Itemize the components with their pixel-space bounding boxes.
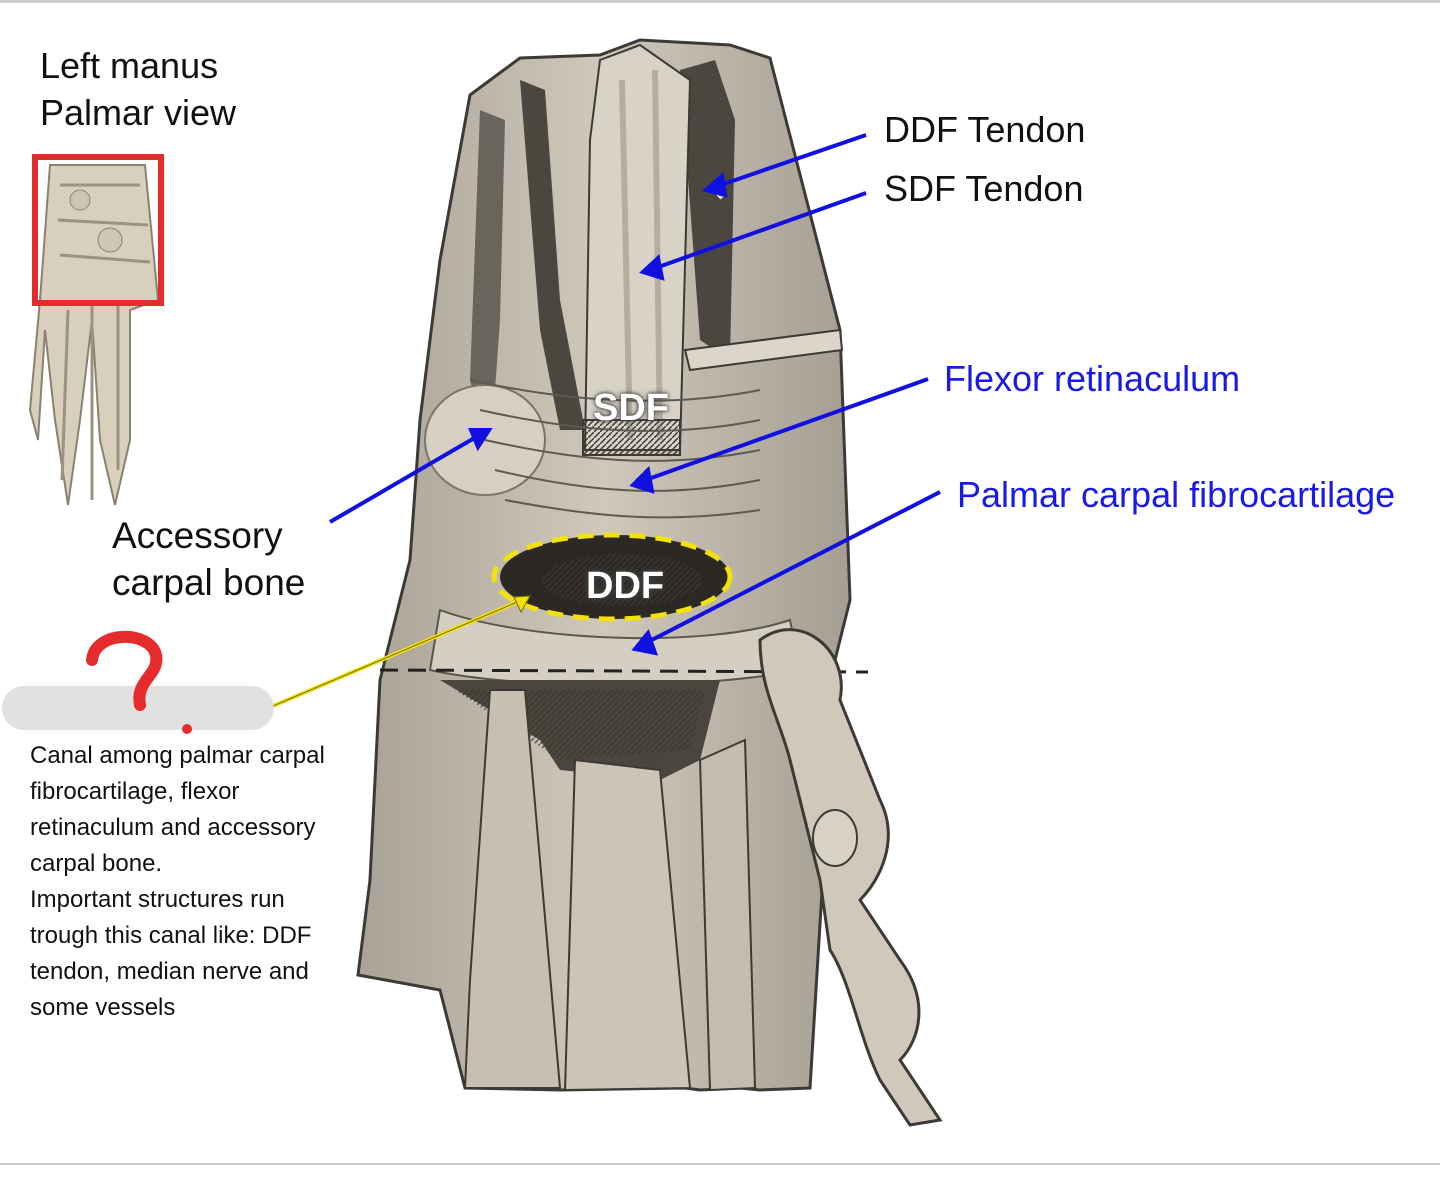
canal-pointer <box>272 595 531 708</box>
carpus-drawing <box>356 38 943 1127</box>
bottom-border <box>0 1163 1440 1165</box>
canal-outline <box>491 532 733 622</box>
question-mark-icon <box>86 630 163 711</box>
view-title-line1: Left manus <box>40 45 219 86</box>
canal-note: Canal among palmar carpal fibrocartilage… <box>30 738 330 1026</box>
accessory-line2: carpal bone <box>112 562 306 603</box>
label-ddf-tendon: DDF Tendon <box>884 109 1086 150</box>
label-accessory-carpal-bone: Accessory carpal bone <box>112 512 372 606</box>
label-sdf-inner: SDF <box>593 387 669 429</box>
canal-note-paragraph2: Important structures run trough this can… <box>30 886 312 1021</box>
label-sdf-tendon: SDF Tendon <box>884 168 1084 209</box>
label-ddf-inner: DDF <box>586 565 665 607</box>
pointer-arrows <box>328 133 941 656</box>
accessory-line1: Accessory <box>112 515 283 556</box>
label-palmar-carpal-fibrocartilage: Palmar carpal fibrocartilage <box>957 474 1396 515</box>
canal-note-paragraph1: Canal among palmar carpal fibrocartilage… <box>30 742 325 877</box>
highlight-box <box>32 154 164 306</box>
manus-thumbnail <box>28 154 164 506</box>
label-flexor-retinaculum: Flexor retinaculum <box>944 358 1241 399</box>
top-border <box>0 0 1440 3</box>
view-title: Left manus Palmar view <box>40 42 236 136</box>
view-title-line2: Palmar view <box>40 92 237 133</box>
